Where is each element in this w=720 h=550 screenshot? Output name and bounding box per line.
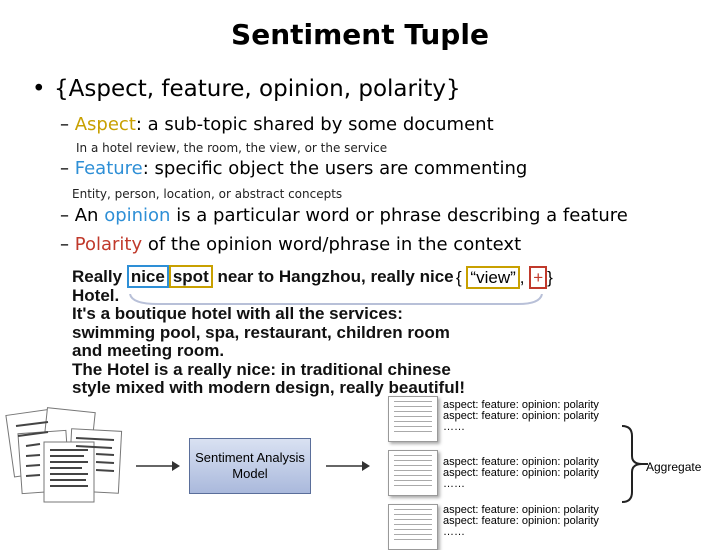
tuple-brace: { bbox=[456, 268, 462, 287]
output-ellipsis: …… bbox=[443, 421, 465, 433]
aspect-term: Aspect bbox=[74, 114, 136, 135]
output-tuples: aspect: feature: opinion: polarity aspec… bbox=[443, 505, 599, 538]
output-document-icon bbox=[388, 504, 438, 550]
review-line: style mixed with modern design, really b… bbox=[72, 378, 465, 397]
output-line: aspect: feature: opinion: polarity bbox=[443, 504, 599, 516]
review-line: It's a boutique hotel with all the servi… bbox=[72, 304, 403, 323]
opinion-definition: is a particular word or phrase describin… bbox=[170, 205, 628, 226]
polarity-term: Polarity bbox=[74, 234, 143, 255]
tuple-sep: , bbox=[519, 268, 525, 287]
bullet-text: {Aspect, feature, opinion, polarity} bbox=[54, 76, 461, 102]
feature-note: Entity, person, location, or abstract co… bbox=[72, 187, 343, 201]
item-aspect: – Aspect: a sub-topic shared by some doc… bbox=[60, 114, 494, 135]
opinion-prefix: An bbox=[74, 205, 105, 226]
aspect-definition: : a sub-topic shared by some document bbox=[135, 114, 494, 135]
feature-definition: : specific object the users are commenti… bbox=[142, 158, 528, 179]
review-connector bbox=[129, 294, 543, 305]
slide-title: Sentiment Tuple bbox=[231, 18, 489, 51]
item-opinion: – An opinion is a particular word or phr… bbox=[60, 205, 628, 226]
feature-highlight: spot bbox=[168, 265, 213, 288]
documents-stack-icon bbox=[5, 407, 123, 503]
output-arrow-icon bbox=[326, 461, 370, 471]
example-tuple: { “view”, +} bbox=[456, 266, 553, 289]
feature-term: Feature bbox=[74, 158, 143, 179]
opinion-highlight: nice bbox=[126, 265, 169, 288]
opinion-term: opinion bbox=[104, 205, 171, 226]
output-ellipsis: …… bbox=[443, 526, 465, 538]
tuple-brace: } bbox=[547, 268, 553, 287]
review-line: swimming pool, spa, restaurant, children… bbox=[72, 322, 450, 342]
input-arrow-icon bbox=[136, 461, 180, 471]
output-line: aspect: feature: opinion: polarity bbox=[443, 467, 599, 479]
bullet-dot: • bbox=[32, 76, 46, 102]
output-ellipsis: …… bbox=[443, 478, 465, 490]
review-word: Really bbox=[72, 267, 127, 286]
item-feature: – Feature: specific object the users are… bbox=[60, 158, 528, 179]
review-line: Hotel. bbox=[72, 285, 120, 305]
sentiment-model-box: Sentiment Analysis Model bbox=[189, 438, 311, 494]
output-line: aspect: feature: opinion: polarity bbox=[443, 399, 599, 411]
output-document-icon bbox=[388, 396, 438, 442]
output-line: aspect: feature: opinion: polarity bbox=[443, 515, 599, 527]
aggregate-bracket-icon bbox=[621, 425, 648, 503]
aggregate-label: Aggregate bbox=[646, 460, 702, 474]
output-tuples: aspect: feature: opinion: polarity aspec… bbox=[443, 457, 599, 490]
review-rest: near to Hangzhou, really nice bbox=[212, 267, 454, 286]
output-line: aspect: feature: opinion: polarity bbox=[443, 456, 599, 468]
aspect-note: In a hotel review, the room, the view, o… bbox=[76, 141, 388, 155]
main-bullet: • {Aspect, feature, opinion, polarity} bbox=[32, 76, 461, 102]
output-line: aspect: feature: opinion: polarity bbox=[443, 410, 599, 422]
tuple-polarity: + bbox=[529, 266, 548, 289]
review-line: The Hotel is a really nice: in tradition… bbox=[72, 359, 451, 379]
output-document-icon bbox=[388, 450, 438, 496]
review-line: and meeting room. bbox=[72, 341, 225, 360]
output-tuples: aspect: feature: opinion: polarity aspec… bbox=[443, 400, 599, 433]
item-polarity: – Polarity of the opinion word/phrase in… bbox=[60, 234, 522, 255]
tuple-feature: “view” bbox=[466, 266, 520, 289]
polarity-definition: of the opinion word/phrase in the contex… bbox=[142, 234, 522, 255]
